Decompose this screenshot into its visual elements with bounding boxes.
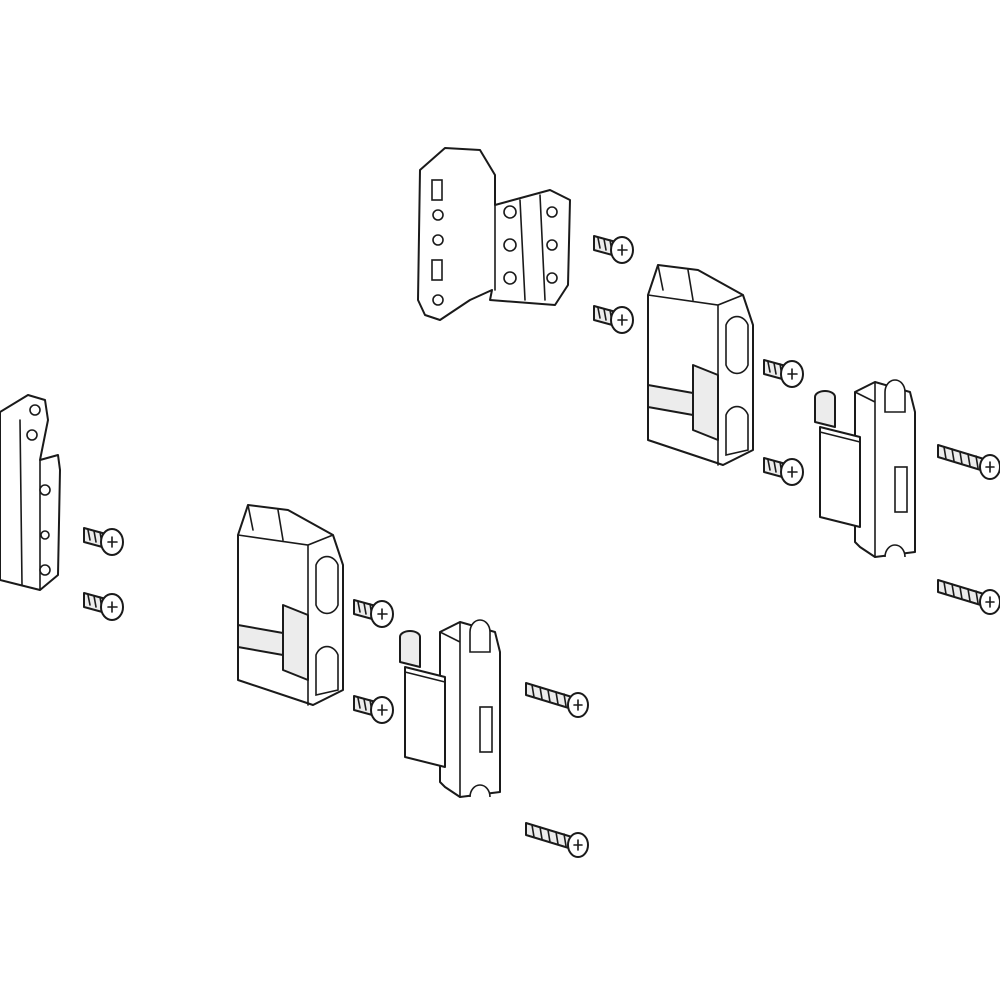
short-screw-icon: [353, 695, 394, 724]
left-mounting-bracket: [0, 394, 61, 591]
short-screw-icon: [593, 305, 634, 334]
short-screw-icon: [593, 235, 634, 264]
long-screw-icon: [937, 444, 1000, 480]
top-hinge-leaf: [814, 379, 916, 558]
short-screw-icon: [353, 599, 394, 628]
top-hinge-body: [647, 264, 754, 466]
short-screw-icon: [83, 592, 124, 621]
short-screw-icon: [83, 527, 124, 556]
short-screw-icon: [763, 457, 804, 486]
long-screw-icon: [525, 822, 589, 858]
long-screw-icon: [937, 579, 1000, 615]
bottom-hinge-body: [237, 504, 344, 706]
short-screw-icon: [763, 359, 804, 388]
top-mounting-bracket: [417, 147, 571, 321]
bottom-hinge-leaf: [399, 619, 501, 798]
long-screw-icon: [525, 682, 589, 718]
